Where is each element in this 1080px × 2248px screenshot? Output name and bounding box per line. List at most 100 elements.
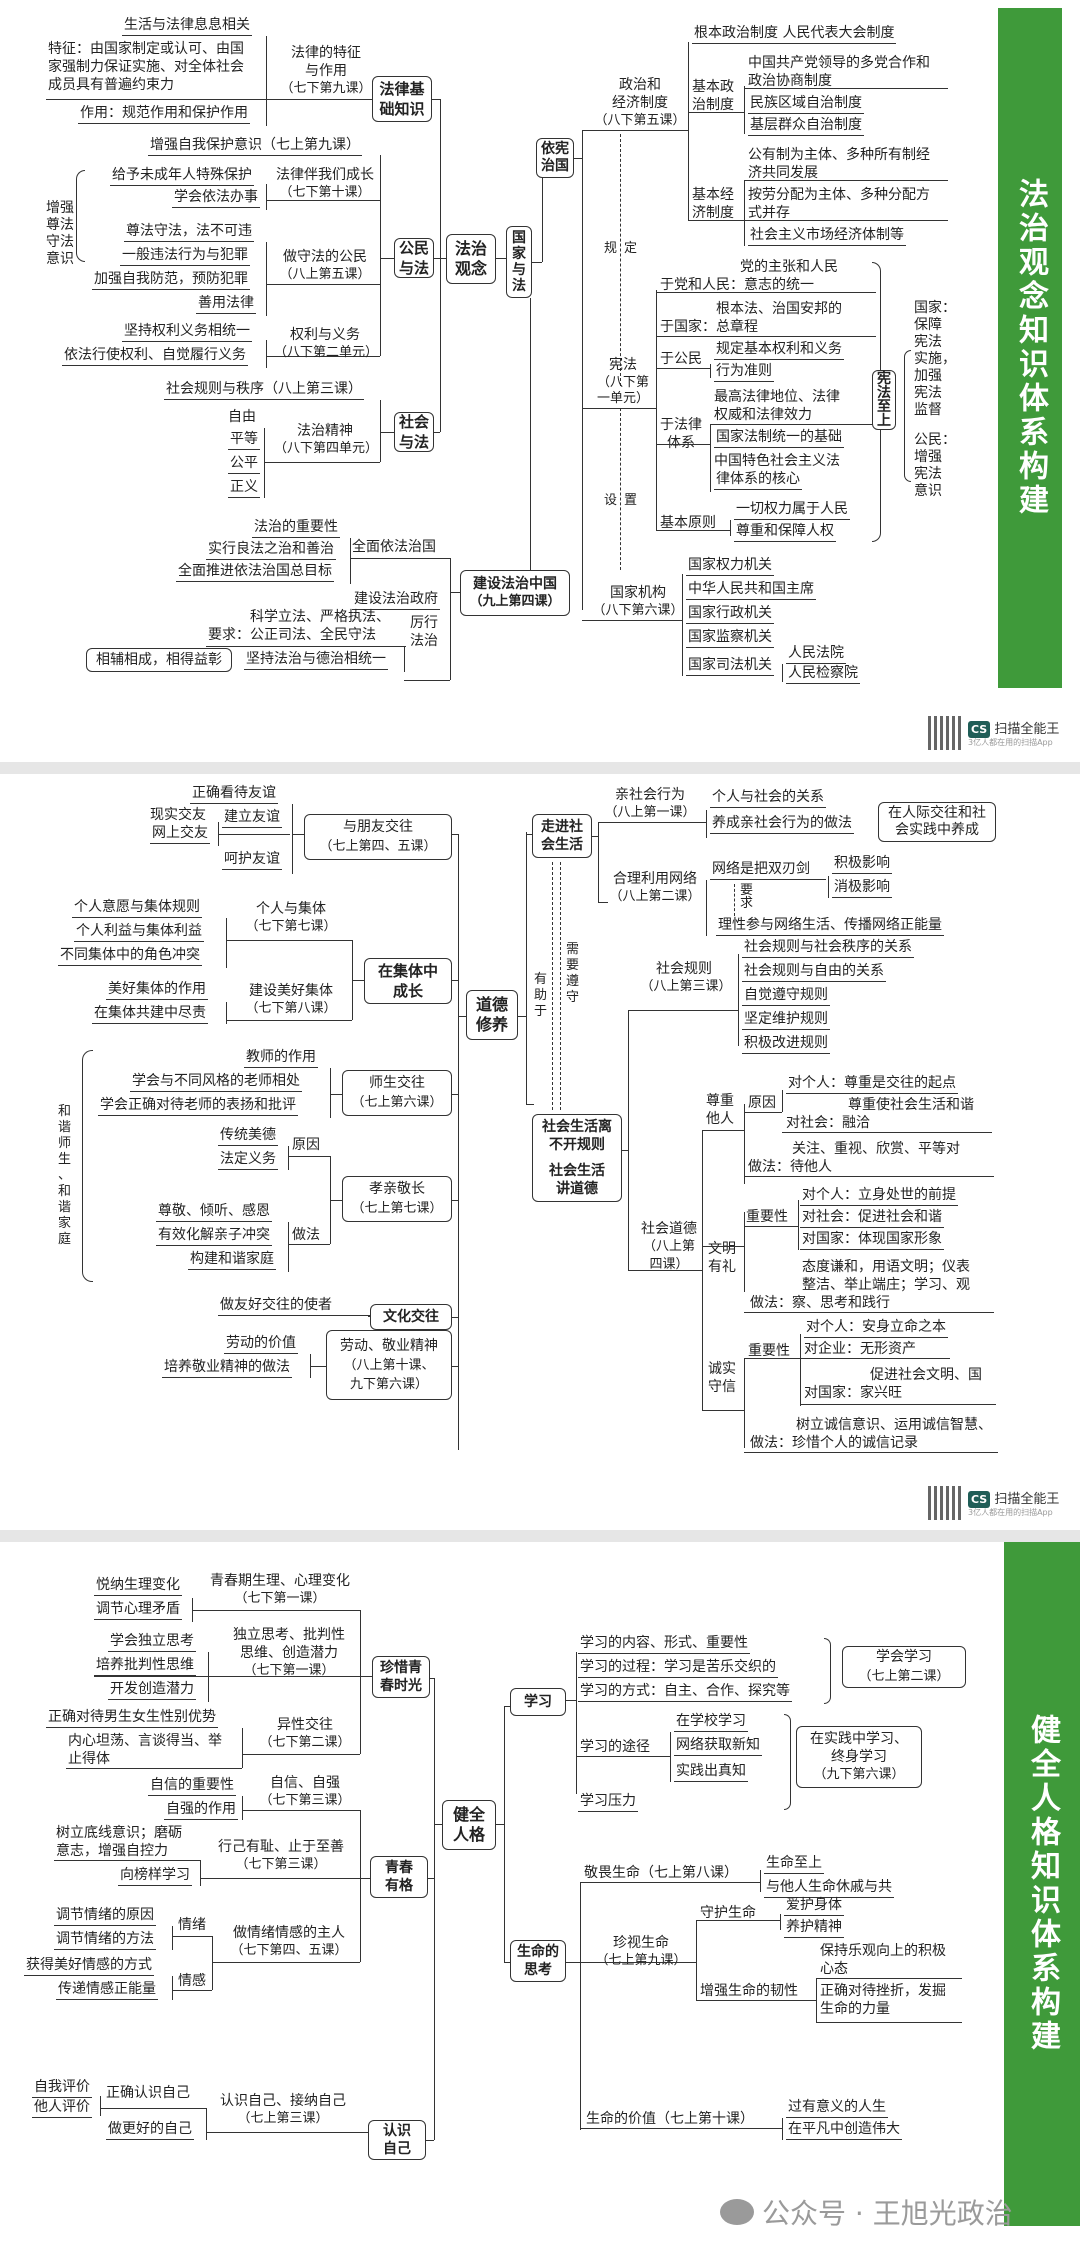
- topic: 社会规则: [656, 961, 712, 977]
- topic: 宪法: [609, 357, 637, 373]
- node: 做法：察、思考和践行: [750, 1295, 890, 1311]
- node: 个人意愿与集体规则: [72, 898, 202, 918]
- node: 一切权力属于人民: [734, 500, 850, 520]
- node: 全面依法治国: [352, 539, 436, 555]
- label: 原因: [748, 1095, 776, 1111]
- node: 根本政治制度 人民代表大会制度: [692, 24, 897, 44]
- brace-label: 增强尊法守法意识: [46, 200, 74, 267]
- node: 学习压力: [578, 1792, 638, 1812]
- topic: （七下第二课）: [259, 1735, 351, 1750]
- arrow-label: 置: [624, 493, 638, 508]
- root-personality: 健全人格: [442, 1800, 496, 1850]
- node: 实行良法之治和善治: [206, 540, 336, 560]
- box-teacher: 师生交往（七上第六课）: [342, 1070, 452, 1116]
- node: 增强自我保护意识（七上第九课）: [148, 136, 362, 156]
- node: 做友好交往的使者: [218, 1296, 372, 1316]
- node: 他人评价: [32, 2098, 92, 2118]
- label: 诚实守信: [708, 1361, 736, 1395]
- node: 调节情绪的方法: [54, 1930, 156, 1950]
- topic: 青春期生理、心理变化: [210, 1573, 350, 1589]
- node: 法定义务: [218, 1150, 278, 1170]
- root-rule-of-law: 法治观念: [446, 234, 496, 284]
- node: 社会规则与社会秩序的关系: [742, 938, 914, 958]
- node: 全面推进依法治国总目标: [176, 562, 334, 582]
- camscanner-logo-icon: CS: [968, 1491, 991, 1508]
- node: 生命的力量: [820, 2001, 890, 2017]
- node: 有效化解亲子冲突: [156, 1226, 272, 1246]
- node: 在学校学习: [674, 1712, 748, 1732]
- node: 规定基本权利和义务: [714, 340, 844, 360]
- node: 学习的过程：学习是苦乐交织的: [578, 1658, 778, 1678]
- label: 原因: [292, 1137, 320, 1153]
- node: 法治的重要性: [252, 518, 340, 538]
- node: 中国共产党领导的多党合作和: [748, 55, 930, 71]
- node: 自信的重要性: [148, 1776, 236, 1796]
- node: 爱护身体: [784, 1896, 844, 1916]
- node: 依法行使权利、自觉履行义务: [62, 346, 248, 366]
- topic: （八上第一课）: [604, 805, 696, 820]
- scanner-watermark: CS 扫描全能王 3亿人都在用的扫描App: [928, 716, 1059, 750]
- topic: （七上第九课）: [595, 1953, 687, 1968]
- topic: 权利与义务: [290, 327, 360, 343]
- node: 平等: [228, 430, 260, 450]
- node: 特征：由国家制定或认可、由国: [48, 41, 244, 57]
- topic: （八上第五课）: [279, 267, 371, 282]
- topic: 法律伴我们成长: [276, 167, 374, 183]
- arrow-label: 定: [624, 241, 638, 256]
- topic: 思维、创造潜力: [240, 1645, 338, 1661]
- node: 对个人：尊重是交往的起点: [786, 1074, 958, 1094]
- node: 传递情感正能量: [56, 1980, 158, 2000]
- node: 养成亲社会行为的做法: [710, 814, 854, 834]
- node: 成员具有普遍约束力: [48, 77, 174, 93]
- node: 在集体共建中尽责: [92, 1004, 208, 1024]
- node: 国家司法机关: [686, 656, 774, 676]
- node: 心态: [820, 1961, 848, 1977]
- topic: 自信、自强: [270, 1775, 340, 1791]
- label: 于公民: [660, 351, 702, 367]
- note-box: 相辅相成，相得益彰: [86, 648, 232, 672]
- node: 律体系的核心: [714, 470, 802, 490]
- node: 中国特色社会主义法: [714, 453, 840, 469]
- node: 自我评价: [32, 2078, 92, 2098]
- node: 国家权力机关: [686, 556, 774, 576]
- topic: （七下第三课）: [235, 1857, 327, 1872]
- node: 尊重和保障人权: [734, 522, 836, 542]
- node: 促进社会文明、国: [870, 1367, 982, 1383]
- node: 民族区域自治制度: [748, 94, 864, 114]
- topic: 国家机构: [610, 585, 666, 601]
- node: 与他人生命休戚与共: [764, 1878, 894, 1898]
- node: 公平: [228, 454, 260, 474]
- node: 坚定维护规则: [742, 1010, 830, 1030]
- node: 建设法治政府: [352, 590, 440, 610]
- node: 现实交友: [150, 807, 206, 823]
- node: 根本法、治国安邦的: [716, 301, 842, 317]
- citizen-duty: 公民：增强宪法意识: [914, 432, 956, 499]
- node: 国家法制统一的基础: [714, 428, 844, 448]
- node: 做更好的自己: [106, 2120, 194, 2140]
- node: 积极改进规则: [742, 1034, 830, 1054]
- topic: （八下第四单元）: [273, 441, 378, 456]
- box-life-thinking: 生命的思考: [510, 1940, 566, 1982]
- camscanner-logo-icon: CS: [968, 721, 991, 738]
- node: 正确对待男生女生性别优势: [46, 1708, 218, 1728]
- topic: 异性交往: [277, 1717, 333, 1733]
- node: 科学立法、严格执法、: [250, 609, 390, 625]
- qr-code-icon: [928, 1486, 962, 1520]
- nation-duty: 国家：保障宪法实施，加强宪法监督: [914, 300, 956, 418]
- node: 最高法律地位、法律: [714, 389, 840, 405]
- node: 公有制为主体、多种所有制经: [748, 147, 930, 163]
- node: 尊法守法，法不可违: [124, 222, 254, 242]
- topic: （八下第六课）: [592, 603, 684, 618]
- topic: （七下第七课）: [245, 919, 337, 934]
- label: 学习的途径: [580, 1739, 650, 1755]
- node: 一般违法行为与犯罪: [120, 246, 250, 266]
- node: 构建和谐家庭: [188, 1250, 276, 1270]
- section-banner: 健全人格知识体系构建: [1004, 1542, 1080, 2226]
- node: 给予未成年人特殊保护: [110, 166, 254, 186]
- node: 学习的方式：自主、合作、探究等: [578, 1682, 792, 1702]
- box-character: 青春有格: [370, 1856, 428, 1898]
- node: 个人与社会的关系: [710, 788, 826, 808]
- page-rule-of-law: 生活与法律息息相关 特征：由国家制定或认可、由国 家强制力保证实施、对全体社会 …: [0, 0, 1080, 762]
- node: 善用法律: [196, 294, 256, 314]
- label: 重要性: [748, 1343, 790, 1359]
